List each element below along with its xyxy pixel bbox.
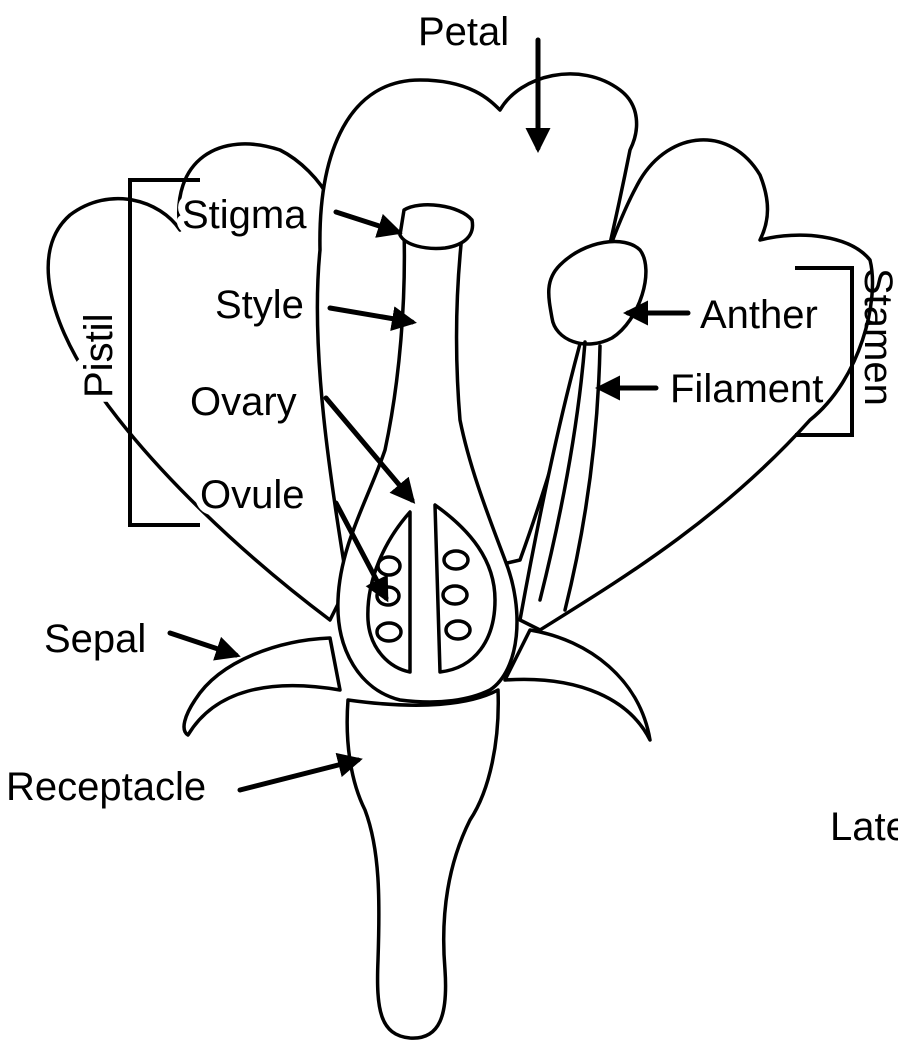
stigma-shape (400, 205, 473, 249)
label-anther: Anther (700, 293, 818, 337)
ovule-1 (378, 557, 400, 575)
label-petal: Petal (418, 10, 509, 54)
ovule-3 (377, 623, 401, 641)
sepal-arrow (170, 633, 236, 655)
label-filament: Filament (670, 367, 823, 411)
receptacle-shape (347, 690, 498, 1038)
ovule-6 (446, 621, 470, 639)
label-stamen: Stamen (856, 268, 898, 406)
label-sepal: Sepal (44, 617, 146, 661)
label-receptacle: Receptacle (6, 765, 206, 809)
receptacle-arrow (240, 760, 358, 790)
ovule-4 (444, 551, 468, 569)
label-ovule: Ovule (200, 473, 305, 517)
sepal-left (184, 638, 340, 735)
label-cut-off: Late (830, 805, 898, 849)
label-style: Style (215, 283, 304, 327)
ovule-5 (443, 586, 467, 604)
sepal-right (505, 630, 650, 740)
label-ovary: Ovary (190, 380, 297, 424)
label-pistil: Pistil (77, 314, 121, 398)
label-stigma: Stigma (182, 193, 307, 237)
